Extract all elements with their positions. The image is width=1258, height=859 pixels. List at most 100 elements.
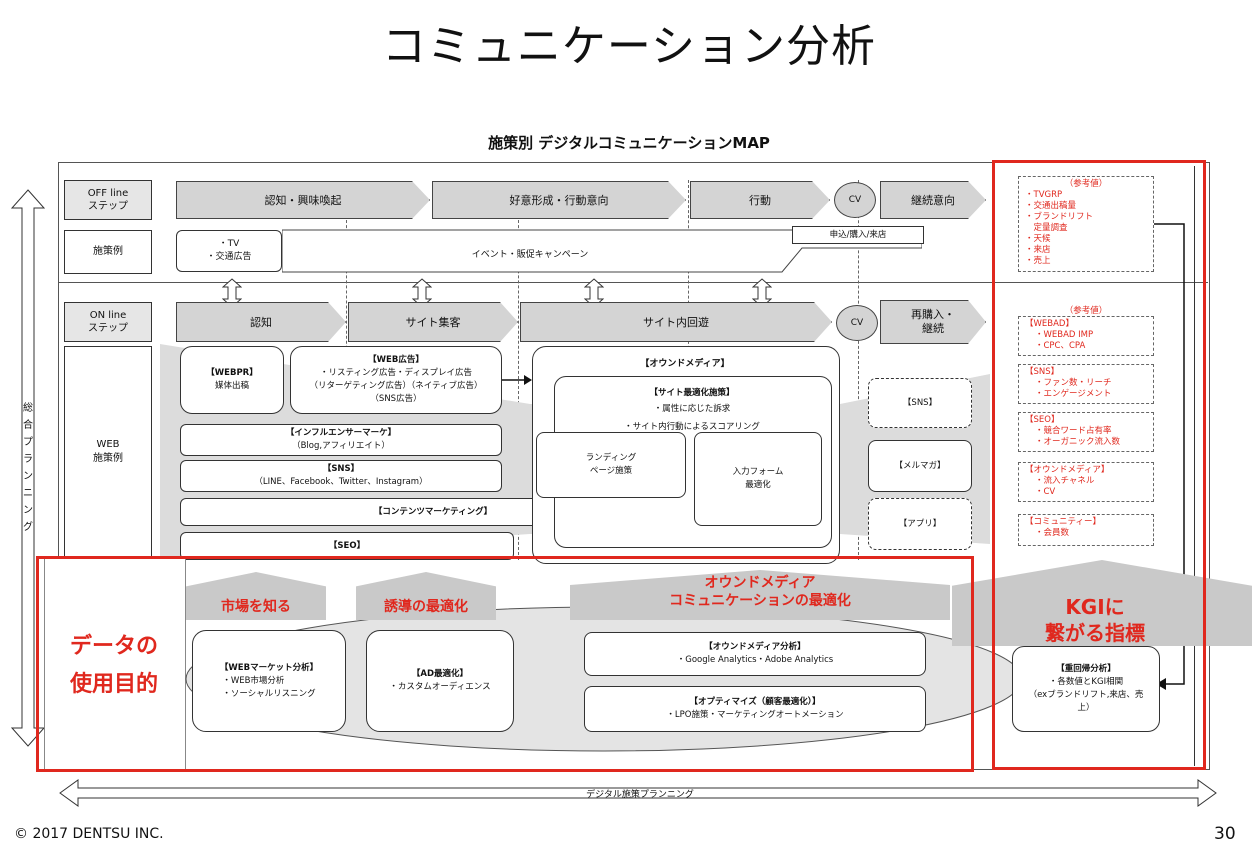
section-divider [58, 282, 1208, 283]
ref-seo-box: 【SEO】 ・競合ワード占有率 ・オーガニック流入数 [1018, 412, 1154, 452]
seo-title: 【SEO】 [328, 540, 366, 551]
optimize-title: 【オプティマイズ（顧客最適化）】 [689, 697, 821, 707]
horizontal-double-arrow-icon [59, 779, 1217, 807]
ref-group-line: ・WEBAD IMP [1035, 330, 1094, 340]
bottom-axis-label: デジタル施策プランニング [586, 790, 694, 800]
contents-title: 【コンテンツマーケティング】 [373, 506, 493, 517]
kgi-highlight-frame [992, 160, 1206, 770]
market-analysis-body: ・WEB市場分析 ・ソーシャルリスニング [222, 675, 316, 699]
offline-step-awareness: 認知・興味喚起 [176, 181, 430, 219]
offline-ref-item: ・来店 [1025, 245, 1051, 255]
online-ref-header: （参考値） [1064, 306, 1108, 316]
arrow-right-icon [502, 375, 532, 385]
ad-opt-body: ・カスタムオーディエンス [389, 682, 491, 692]
offline-example-label: 施策例 [64, 230, 152, 274]
ref-group-line: ・オーガニック流入数 [1035, 437, 1121, 447]
ref-connector-line [1154, 223, 1185, 690]
offline-step-action: 行動 [690, 181, 830, 219]
guide-line [518, 210, 519, 560]
ref-group-title: 【コミュニティー】 [1025, 517, 1101, 527]
online-step-awareness: 認知 [176, 302, 346, 342]
webad-box: 【WEB広告】 ・リスティング広告・ディスプレイ広告 （リターゲティング広告）（… [290, 346, 502, 414]
site-opt-line1: ・属性に応じた訴求 [653, 404, 731, 414]
offline-cv-circle: CV [834, 182, 876, 218]
right-mail-box: 【メルマガ】 [868, 440, 972, 492]
offline-ref-item: ・天候 [1025, 234, 1051, 244]
offline-ref-item: ・交通出稿量 [1025, 201, 1077, 211]
right-app-box: 【アプリ】 [868, 498, 972, 550]
ref-group-line: ・競合ワード占有率 [1035, 426, 1112, 436]
right-sns-box: 【SNS】 [868, 378, 972, 428]
regression-body: ・各数値とKGI相関 （exブランドリフト,来店、売 上） [1028, 677, 1144, 713]
webpr-box: 【WEBPR】 媒体出稿 [180, 346, 284, 414]
offline-ref-item: ・売上 [1025, 256, 1051, 266]
tv-box: ・TV ・交通広告 [176, 230, 282, 272]
ref-group-title: 【WEBAD】 [1025, 319, 1074, 329]
event-label: イベント・販促キャンペーン [471, 250, 589, 260]
online-step-site-traffic: サイト集客 [348, 302, 518, 342]
owned-analysis-title: 【オウンドメディア分析】 [704, 642, 806, 652]
landing-box: ランディング ページ施策 [536, 432, 686, 498]
online-cv-circle: CV [836, 305, 878, 341]
online-step-site-navigation: サイト内回遊 [520, 302, 832, 342]
ad-opt-title: 【AD最適化】 [411, 669, 469, 679]
market-analysis-title: 【WEBマーケット分析】 [219, 662, 319, 673]
arrow-market-label: 市場を知る [221, 599, 291, 615]
owned-analysis-box: 【オウンドメディア分析】 ・Google Analytics・Adobe Ana… [584, 632, 926, 676]
ref-group-line: ・CPC、CPA [1035, 341, 1086, 351]
site-opt-title: 【サイト最適化施策】 [649, 388, 735, 398]
ref-group-line: ・流入チャネル [1035, 476, 1095, 486]
data-purpose-label-cell [44, 556, 186, 772]
ref-group-title: 【SEO】 [1025, 415, 1060, 425]
ref-group-title: 【SNS】 [1025, 367, 1060, 377]
ref-community-box: 【コミュニティー】 ・会員数 [1018, 514, 1154, 546]
owned-analysis-body: ・Google Analytics・Adobe Analytics [676, 655, 834, 665]
ref-group-line: ・CV [1035, 487, 1056, 497]
site-opt-line2: ・サイト内行動によるスコアリング [624, 422, 760, 432]
data-purpose-highlight-frame [36, 556, 974, 772]
form-opt-box: 入力フォーム 最適化 [694, 432, 822, 526]
offline-ref-item: ・ブランドリフト [1025, 212, 1094, 222]
sns-body: （LINE、Facebook、Twitter、Instagram） [254, 477, 428, 487]
arrow-owned-label: オウンドメディア コミュニケーションの最適化 [669, 575, 851, 609]
event-band [282, 229, 922, 273]
vertical-double-arrow-icon [10, 189, 46, 747]
offline-ref-item: ・TVGRP [1025, 190, 1063, 200]
ref-group-line: ・ファン数・リーチ [1035, 378, 1112, 388]
regression-title: 【重回帰分析】 [1056, 664, 1116, 674]
offline-ref-header: （参考値） [1064, 179, 1108, 189]
arrow-guidance-label: 誘導の最適化 [384, 599, 468, 615]
webad-title: 【WEB広告】 [368, 355, 424, 365]
optimize-box: 【オプティマイズ（顧客最適化）】 ・LPO施策・マーケティングオートメーション [584, 686, 926, 732]
offline-ref-item: 定量調査 [1025, 223, 1068, 233]
ad-opt-box: 【AD最適化】 ・カスタムオーディエンス [366, 630, 514, 732]
ref-sns-box: 【SNS】 ・ファン数・リーチ ・エンゲージメント [1018, 364, 1154, 404]
online-step-repurchase: 再購入・ 継続 [880, 300, 986, 344]
ref-group-line: ・会員数 [1035, 528, 1070, 538]
offline-step-preference: 好意形成・行動意向 [432, 181, 686, 219]
copyright: © 2017 DENTSU INC. [14, 826, 164, 842]
map-title: 施策別 デジタルコミュニケーションMAP [488, 134, 770, 152]
offline-step-label: OFF line ステップ [64, 180, 152, 220]
store-label: 申込/購入/来店 [792, 226, 924, 244]
offline-step-continue: 継続意向 [880, 181, 986, 219]
influencer-body: （Blog,アフィリエイト） [292, 441, 390, 451]
left-axis-label: 総合プランニング [23, 403, 33, 533]
seo-box: 【SEO】 [180, 532, 514, 560]
owned-media-title: 【オウンドメディア】 [640, 359, 730, 369]
guide-line [858, 180, 859, 560]
offline-ref-box: （参考値） ・TVGRP ・交通出稿量 ・ブランドリフト 定量調査 ・天候 ・来… [1018, 176, 1154, 272]
webpr-body: 媒体出稿 [214, 381, 249, 391]
ref-webad-box: 【WEBAD】 ・WEBAD IMP ・CPC、CPA [1018, 316, 1154, 356]
sns-title: 【SNS】 [322, 464, 360, 474]
ref-group-title: 【オウンドメディア】 [1025, 465, 1110, 475]
web-example-label: WEB 施策例 [64, 346, 152, 558]
page-number: 30 [1214, 824, 1236, 844]
regression-box: 【重回帰分析】 ・各数値とKGI相関 （exブランドリフト,来店、売 上） [1012, 646, 1160, 732]
influencer-title: 【インフルエンサーマーケ】 [285, 428, 397, 438]
sns-box: 【SNS】 （LINE、Facebook、Twitter、Instagram） [180, 460, 502, 492]
kgi-label: KGIに 繋がる指標 [1045, 595, 1145, 645]
market-analysis-box: 【WEBマーケット分析】 ・WEB市場分析 ・ソーシャルリスニング [192, 630, 346, 732]
optimize-body: ・LPO施策・マーケティングオートメーション [666, 710, 844, 720]
ref-owned-box: 【オウンドメディア】 ・流入チャネル ・CV [1018, 462, 1154, 502]
